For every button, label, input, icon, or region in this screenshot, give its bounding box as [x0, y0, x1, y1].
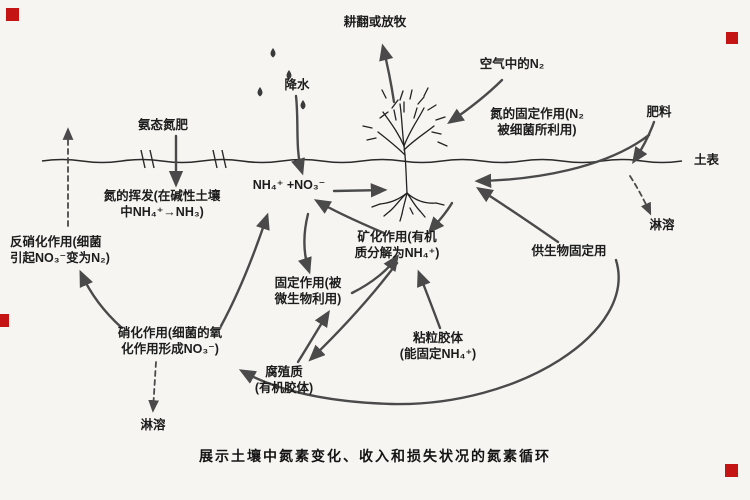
arrow-plant-to-plow	[379, 43, 396, 104]
label-bio-fixation: 供生物固定用	[531, 244, 607, 258]
label-immobilization: 固定作用(被 微生物利用)	[274, 276, 342, 307]
label-soil-surface: 土表	[694, 153, 720, 167]
red-marker-top-right	[726, 32, 738, 44]
label-nh4-no3: NH₄⁺ +NO₃⁻	[252, 178, 326, 192]
label-leaching-bottom: 淋溶	[140, 418, 166, 432]
arrow-mineralization-to-nh4	[313, 199, 386, 235]
arrow-big-sweep	[238, 258, 620, 406]
label-volatilization: 氮的挥发(在碱性土壤 中NH₄⁺→NH₃)	[103, 189, 221, 220]
arrow-rain-to-nh4	[291, 94, 305, 176]
soil-tick-marks	[140, 149, 227, 169]
arrow-air-n2-to-plant	[447, 78, 504, 125]
label-humus: 腐殖质 (有机胶体)	[254, 365, 314, 396]
red-marker-bottom-right	[725, 464, 738, 477]
label-air-n2: 空气中的N₂	[479, 57, 545, 71]
arrow-fertilizer-to-root	[474, 133, 651, 188]
arrow-nitrification-to-denitrification	[79, 269, 124, 330]
arrow-mineralization-to-humus	[308, 261, 399, 362]
arrow-leaching-right-dashed	[629, 175, 652, 216]
arrow-leaching-bottom-dashed	[148, 361, 160, 413]
label-leaching-right: 淋溶	[649, 218, 675, 232]
soil-surface-line	[41, 158, 683, 164]
label-ammonia-fertilizer: 氨态氮肥	[137, 118, 189, 132]
dashed-arrows	[62, 127, 652, 413]
arrow-nh4-to-immobilization	[297, 212, 312, 275]
label-clay-colloid: 粘粒胶体 (能固定NH₄⁺)	[399, 331, 477, 362]
red-marker-middle-left	[0, 314, 9, 327]
arrow-nh4-to-root	[332, 183, 388, 198]
label-denitrification: 反硝化作用(细菌 引起NO₃⁻变为N₂)	[10, 235, 110, 266]
arrow-clay-to-mineralization	[417, 269, 442, 330]
diagram-caption: 展示土壤中氮素变化、收入和损失状况的氮素循环	[199, 448, 551, 464]
label-n-fixation: 氮的固定作用(N₂ 被细菌所利用)	[490, 107, 584, 138]
arrow-humus-to-immobilization	[296, 309, 330, 364]
arrow-fertilizer-down	[632, 120, 656, 164]
arrow-biofixation-to-root	[475, 187, 560, 244]
red-marker-top-left	[6, 8, 19, 21]
label-mineralization: 矿化作用(有机 质分解为NH₄⁺)	[354, 230, 440, 261]
rain-droplet-icons	[257, 48, 306, 110]
plant-icon	[362, 87, 448, 222]
arrow-immobilization-to-mineralization	[350, 254, 400, 295]
arrow-root-to-mineralization	[427, 201, 454, 234]
label-plow-grazing: 耕翻或放牧	[343, 15, 407, 29]
flow-arrows	[79, 43, 656, 406]
arrow-nitrification-to-nh4	[219, 212, 270, 328]
label-fertilizer: 肥料	[646, 105, 672, 119]
label-rain: 降水	[284, 78, 310, 92]
label-nitrification: 硝化作用(细菌的氧 化作用形成NO₃⁻)	[117, 326, 223, 357]
